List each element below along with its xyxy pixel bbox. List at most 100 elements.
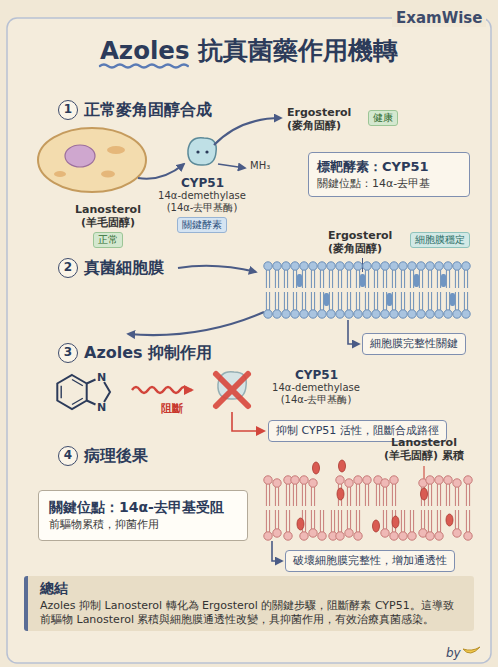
lipid-head <box>309 310 317 318</box>
lipid-tail <box>347 487 350 506</box>
lipid-tail <box>455 270 458 288</box>
lipid-tail <box>338 270 341 288</box>
summary-box: 總結Azoles 抑制 Lanosterol 轉化為 Ergosterol 的關… <box>24 576 474 631</box>
lipid-tail <box>356 484 359 506</box>
box-text: 3 <box>59 344 77 361</box>
lipid-head <box>453 479 461 487</box>
info-box: 破壞細胞膜完整性，增加通透性 <box>285 550 455 572</box>
lipid-head <box>318 532 326 540</box>
lipid-head <box>354 476 362 484</box>
section-heading: 正常麥角固醇合成 <box>84 100 212 120</box>
lipid-tail <box>365 270 368 288</box>
lipid-tail <box>437 484 440 506</box>
lipid-tail <box>365 484 368 506</box>
lipid-head <box>284 532 292 540</box>
lipid-tail <box>284 270 287 288</box>
lipid-head <box>435 310 443 318</box>
lipid-head <box>345 479 353 487</box>
box-text: 關鍵酵素 <box>182 219 222 231</box>
lipid-tail <box>464 292 467 310</box>
lipid-tail <box>302 270 305 288</box>
lanosterol-molecule <box>339 460 346 472</box>
lipid-tail <box>320 510 323 532</box>
block-cross <box>216 374 248 406</box>
lipid-head <box>426 476 434 484</box>
lipid-tail <box>266 270 269 288</box>
lipid-head <box>462 310 470 318</box>
box-heading: 標靶酵素：CYP51 <box>317 158 461 176</box>
lipid-tail <box>374 270 377 288</box>
lipid-tail <box>329 292 332 310</box>
lipid-tail <box>428 484 431 506</box>
lipid-tail <box>446 292 449 310</box>
lipid-head <box>363 310 371 318</box>
flow-arrow <box>218 164 245 168</box>
lipid-tail <box>383 292 386 310</box>
ergosterol-molecule <box>360 274 365 287</box>
lipid-tail <box>266 510 269 532</box>
lanosterol-molecule <box>421 488 428 500</box>
lipid-tail <box>446 270 449 288</box>
lipid-head <box>318 262 326 270</box>
lipid-tail <box>329 270 332 288</box>
lipid-head <box>291 476 299 484</box>
lipid-tail <box>356 292 359 310</box>
azole-double-bond <box>61 380 83 405</box>
lipid-head <box>464 476 472 484</box>
lanosterol-molecule <box>297 518 304 530</box>
lipid-head <box>444 476 452 484</box>
flow-arrow <box>272 541 282 561</box>
lipid-head <box>390 476 398 484</box>
lipid-tail <box>331 510 334 532</box>
box-text: 抑制 CYP51 活性，阻斷合成路徑 <box>276 424 439 438</box>
lipid-tail <box>356 510 359 532</box>
lipid-head <box>435 532 443 540</box>
lipid-head <box>300 532 308 540</box>
lipid-tail <box>428 510 431 532</box>
box-text: 健康 <box>373 112 393 124</box>
lipid-tail <box>266 292 269 310</box>
lipid-tail <box>311 487 314 506</box>
lipid-head <box>354 262 362 270</box>
organelle <box>107 146 125 154</box>
lipid-head <box>363 262 371 270</box>
lipid-head <box>309 479 317 487</box>
lipid-head <box>453 262 461 270</box>
lipid-head <box>318 310 326 318</box>
lipid-tail <box>284 292 287 310</box>
box-text: 關鍵位點：14α-去甲基 <box>317 176 461 191</box>
lipid-tail <box>383 487 386 506</box>
lipid-tail <box>275 292 278 310</box>
box-text: 細胞膜穩定 <box>415 234 465 246</box>
atom-label: N <box>97 401 106 414</box>
lipid-tail <box>392 484 395 506</box>
lanosterol-molecule <box>446 514 453 526</box>
lipid-head <box>282 310 290 318</box>
lipid-tail <box>311 270 314 288</box>
lipid-tail <box>383 270 386 288</box>
lipid-head <box>390 310 398 318</box>
lipid-head <box>408 262 416 270</box>
box-text: 破壞細胞膜完整性，增加通透性 <box>293 554 447 568</box>
lipid-tail <box>419 270 422 288</box>
lipid-head <box>282 262 290 270</box>
lipid-head <box>417 262 425 270</box>
lipid-tail <box>401 292 404 310</box>
lipid-head <box>426 310 434 318</box>
lipid-head <box>309 529 317 537</box>
lipid-tail <box>293 270 296 288</box>
info-box: 標靶酵素：CYP51關鍵位點：14α-去甲基 <box>308 152 470 197</box>
lipid-head <box>399 262 407 270</box>
status-tag: 健康 <box>368 110 398 126</box>
lipid-tail <box>320 270 323 288</box>
enzyme-eye <box>196 150 199 153</box>
ergosterol-molecule <box>324 293 329 306</box>
byproduct-label: MH₃ <box>250 160 270 172</box>
lipid-tail <box>401 510 404 532</box>
step-number: 1 <box>58 100 78 120</box>
lipid-head <box>444 310 452 318</box>
lipid-tail <box>374 292 377 310</box>
lipid-tail <box>455 292 458 310</box>
flow-arrow <box>214 118 281 145</box>
